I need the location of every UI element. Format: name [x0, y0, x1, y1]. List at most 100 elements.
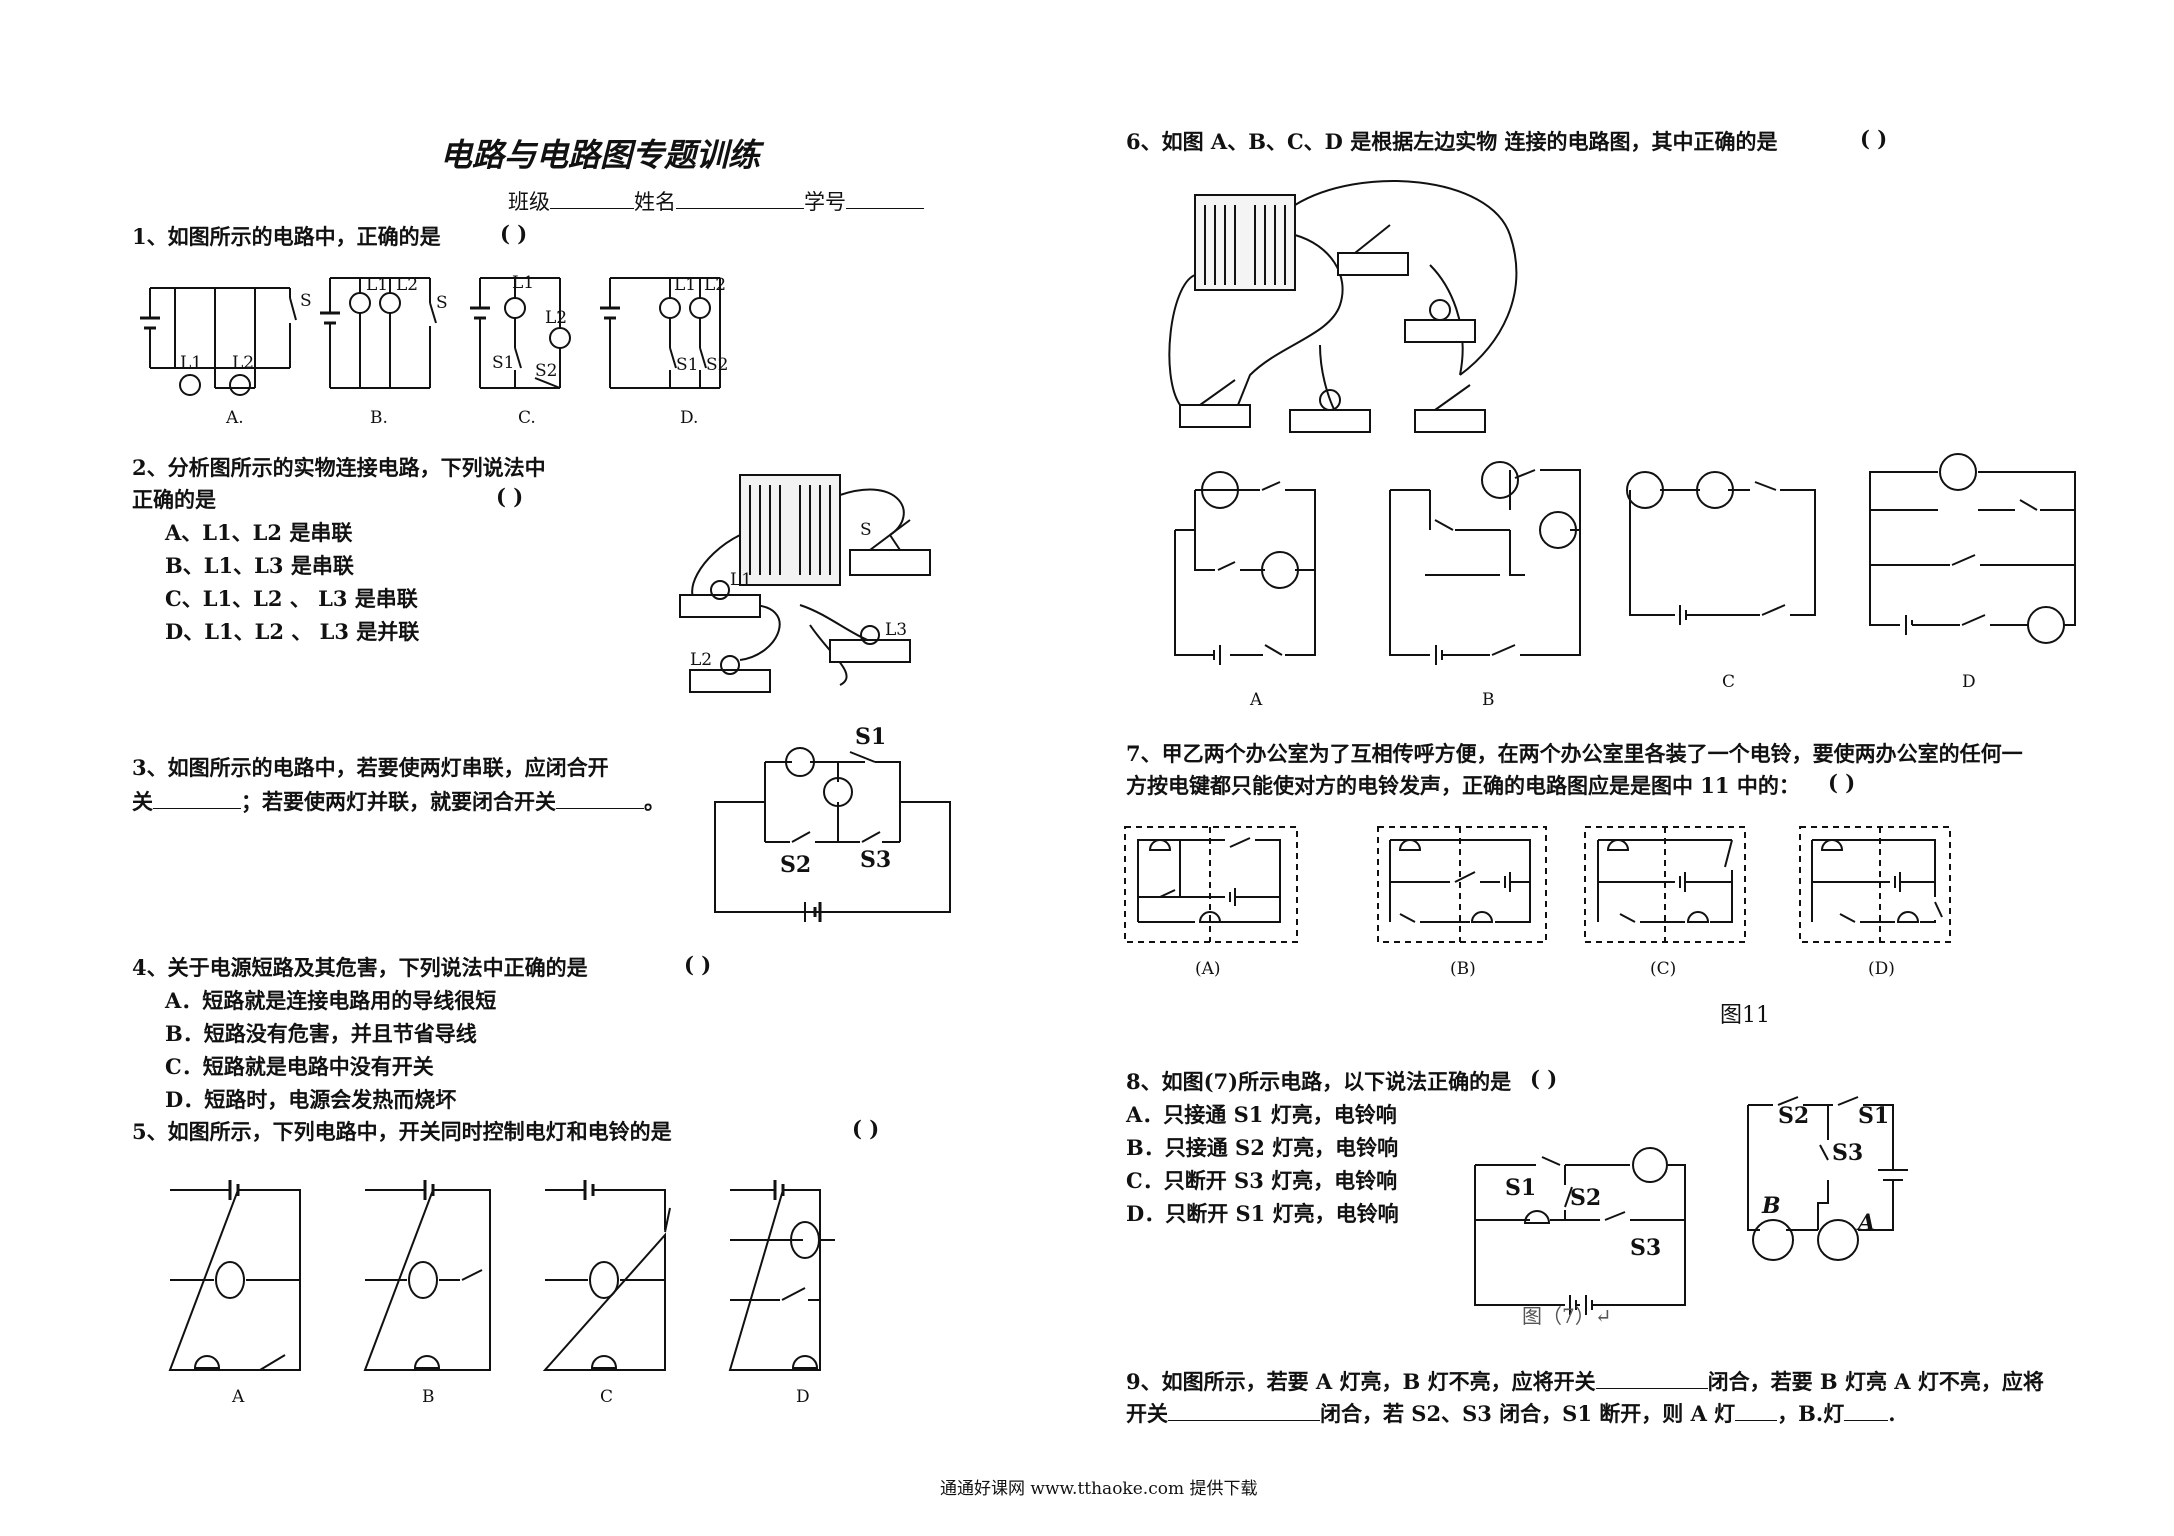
q7-text: 7、甲乙两个办公室为了互相传呼方便，在两个办公室里各装了一个电铃，要使两办公室的…	[1126, 741, 2023, 766]
q5-b-lamp-icon	[409, 1262, 437, 1298]
q6-a-lamp1-icon	[1202, 472, 1238, 508]
q5-circuit-a: A	[170, 1180, 300, 1407]
q1-option-c: C.	[518, 408, 536, 428]
q6-text: 6、如图 A、B、C、D 是根据左边实物 连接的电路图，其中正确的是	[1126, 129, 1778, 154]
q4-option-c: C．短路就是电路中没有开关	[165, 1054, 434, 1079]
svg-text:D: D	[796, 1387, 810, 1407]
svg-text:B: B	[1482, 690, 1495, 710]
svg-text:(B): (B)	[1450, 959, 1476, 979]
q1-circuit-c: L1 L2 S1 S2 C.	[470, 273, 570, 428]
svg-text:S1: S1	[676, 355, 698, 375]
q6-lamp1-icon	[1405, 320, 1475, 342]
id-label: 学号	[804, 190, 846, 214]
svg-text:S: S	[860, 520, 872, 540]
q6-circuit-a: A	[1175, 472, 1315, 710]
q5-text: 5、如图所示，下列电路中，开关同时控制电灯和电铃的是	[132, 1119, 672, 1144]
svg-text:S3: S3	[860, 847, 891, 873]
svg-text:L2: L2	[545, 308, 567, 328]
q6-battery-icon	[1195, 195, 1295, 290]
q6-circuit-b: B	[1390, 462, 1580, 710]
q8-text: 8、如图(7)所示电路，以下说法正确的是	[1126, 1069, 1512, 1094]
q8-circuit: S1 S2 S3 图（7）↵	[1470, 1105, 1700, 1328]
q2-battery-icon	[740, 475, 840, 585]
svg-text:L2: L2	[704, 275, 726, 295]
q6-switch2-icon	[1180, 405, 1250, 427]
q8-lamp-icon	[1633, 1148, 1667, 1182]
q6-b-lamp2-icon	[1482, 462, 1518, 498]
q7-a-bell1-icon	[1150, 840, 1170, 850]
q3-lamp1-icon	[786, 748, 814, 776]
q1-answer-paren: ( )	[500, 221, 528, 246]
q5-c-bell-icon	[592, 1356, 616, 1368]
q6-physical-circuit	[1160, 175, 1540, 445]
q6-d-lamp1-icon	[1940, 454, 1976, 490]
q2-switch-icon	[850, 550, 930, 575]
svg-text:A: A	[1856, 1210, 1875, 1236]
page-title: 电路与电路图专题训练	[440, 136, 761, 174]
svg-text:S2: S2	[535, 361, 557, 381]
q1-circuit-d: L1 L2 S1 S2 D.	[600, 275, 728, 428]
q7-circuits: (A) (B) (C) (D) 图11	[1120, 822, 1950, 1028]
q5-circuit-d: D	[730, 1180, 835, 1407]
q6-circuit-d: D	[1870, 454, 2075, 692]
svg-text:(A): (A)	[1195, 959, 1221, 979]
q8-option-b: B．只接通 S2 灯亮，电铃响	[1126, 1135, 1399, 1160]
q6-options: A B C D	[1170, 450, 2090, 710]
q1-circuits: S L1 L2 A. L1 L2 S B. L1 L2 S1 S2 C. L1 …	[140, 273, 728, 428]
svg-text:C: C	[1722, 672, 1735, 692]
q7-circuit-b: (B)	[1378, 827, 1546, 979]
q7-figure-caption: 图11	[1720, 1003, 1770, 1028]
q8-figure-caption: 图（7）↵	[1522, 1304, 1611, 1328]
q3-lamp2-icon	[824, 778, 852, 806]
q9-lamp-a-icon	[1818, 1220, 1858, 1260]
svg-text:S1: S1	[855, 724, 886, 750]
q2-option-c: C、L1、L2 、 L3 是串联	[165, 586, 418, 611]
class-label: 班级	[508, 190, 550, 214]
q7-answer-paren: ( )	[1828, 770, 1856, 795]
q5-a-lamp-icon	[216, 1262, 244, 1298]
q2-text: 2、分析图所示的实物连接电路，下列说法中	[132, 455, 546, 480]
q1-option-d: D.	[680, 408, 698, 428]
q2-lamp2-icon	[690, 670, 770, 692]
q7-d-bell2-icon	[1898, 912, 1918, 922]
svg-text:(C): (C)	[1650, 959, 1676, 979]
q2-physical-circuit: S L1 L2 L3	[660, 455, 960, 705]
q6-circuit-c: C	[1627, 472, 1815, 692]
svg-text:S3: S3	[1832, 1140, 1863, 1166]
q3-text: 3、如图所示的电路中，若要使两灯串联，应闭合开	[132, 755, 609, 780]
q2-text-2: 正确的是	[132, 487, 216, 512]
q5-circuit-b: B	[365, 1180, 490, 1407]
q9-text-2: 开关闭合，若 S2、S3 闭合，S1 断开，则 A 灯，B.灯.	[1126, 1401, 1896, 1426]
q7-circuit-c: (C)	[1585, 827, 1745, 979]
q7-d-bell1-icon	[1822, 840, 1842, 850]
footer: 通通好课网 www.tthaoke.com 提供下载	[940, 1479, 1258, 1499]
svg-text:S1: S1	[1505, 1175, 1536, 1201]
q2-answer-paren: ( )	[496, 484, 524, 509]
q9-text: 9、如图所示，若要 A 灯亮，B 灯不亮，应将开关闭合，若要 B 灯亮 A 灯不…	[1126, 1369, 2044, 1394]
svg-text:A: A	[1249, 690, 1263, 710]
svg-text:(D): (D)	[1868, 959, 1895, 979]
svg-text:S2: S2	[706, 355, 728, 375]
q6-c-lamp2-icon	[1697, 472, 1733, 508]
q8-option-a: A．只接通 S1 灯亮，电铃响	[1126, 1102, 1397, 1127]
q7-b-bell1-icon	[1400, 840, 1420, 850]
student-info: 班级姓名学号	[508, 186, 924, 216]
q7-c-bell1-icon	[1608, 840, 1628, 850]
q6-c-lamp1-icon	[1627, 472, 1663, 508]
svg-text:L3: L3	[885, 620, 907, 640]
q7-a-bell2-icon	[1200, 912, 1220, 922]
svg-text:S2: S2	[780, 852, 811, 878]
q4-option-d: D．短路时，电源会发热而烧坏	[165, 1087, 457, 1112]
q5-d-bell-icon	[793, 1356, 817, 1368]
q1-option-a: A.	[225, 408, 244, 428]
svg-text:L2: L2	[396, 275, 418, 295]
q1-text: 1、如图所示的电路中，正确的是	[132, 224, 441, 249]
q6-lamp2-icon	[1290, 410, 1370, 432]
q1-a-l1-label: L1	[180, 353, 202, 373]
svg-text:S: S	[436, 293, 448, 313]
svg-text:C: C	[600, 1387, 613, 1407]
q4-text: 4、关于电源短路及其危害，下列说法中正确的是	[132, 955, 588, 980]
q3-text-2: 关；若要使两灯并联，就要闭合开关。	[132, 789, 665, 814]
q1-a-s-label: S	[300, 291, 312, 311]
q7-text-2: 方按电键都只能使对方的电铃发声，正确的电路图应是是图中 11 中的：	[1126, 773, 1800, 798]
